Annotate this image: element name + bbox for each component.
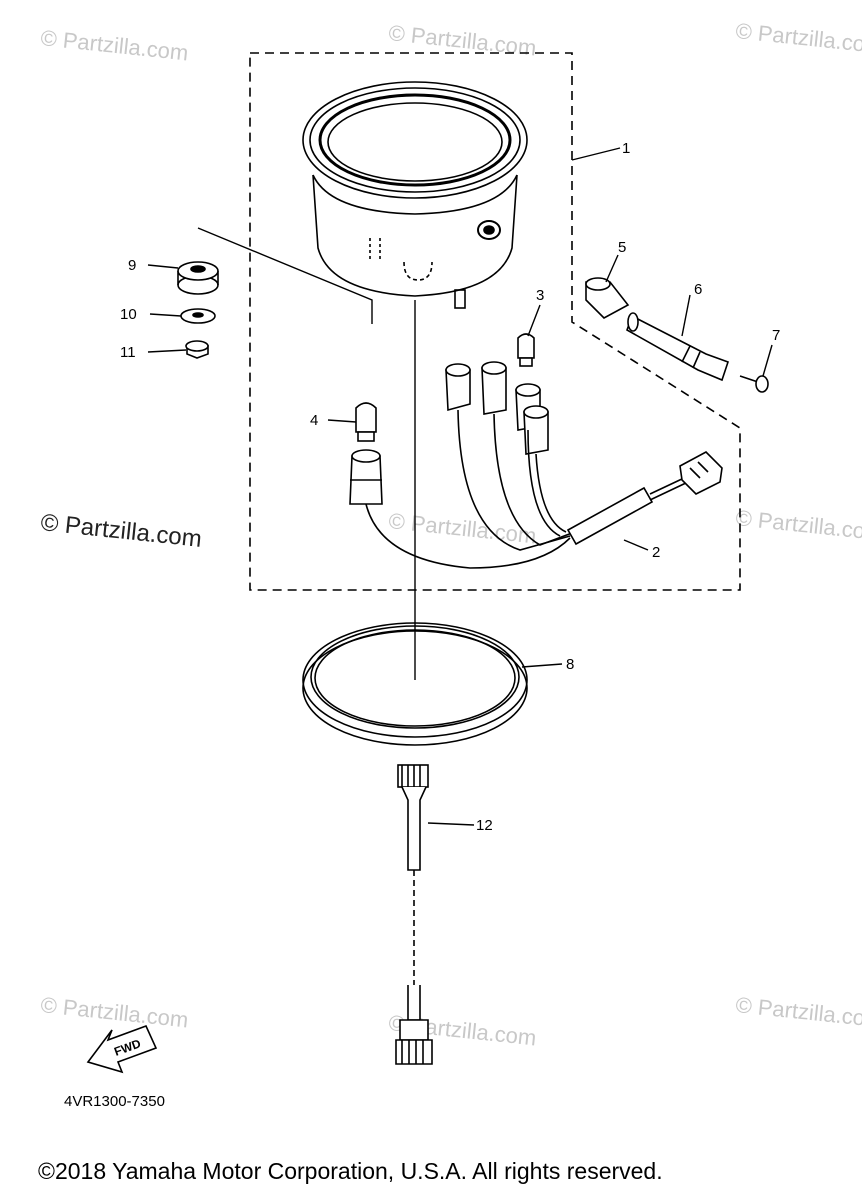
meter-cable [395, 764, 433, 1065]
watermark-top-left: © Partzilla.com [39, 25, 189, 65]
callout-6: 6 [694, 281, 702, 298]
nut [185, 340, 209, 359]
callout-2: 2 [652, 544, 660, 561]
fwd-arrow-icon: FWD [86, 1024, 158, 1074]
callout-12: 12 [476, 817, 493, 834]
stud-leader-line [197, 227, 373, 324]
copyright-notice: ©2018 Yamaha Motor Corporation, U.S.A. A… [38, 1158, 663, 1184]
watermark-top-center: © Partzilla.com [387, 20, 537, 60]
watermark-mid-right: © Partzilla.com [734, 505, 862, 545]
watermark-bottom-right: © Partzilla.com [734, 992, 862, 1032]
callout-1: 1 [622, 140, 630, 157]
watermark-left-dark: © Partzilla.com [39, 509, 203, 553]
bulb-socket [349, 402, 383, 505]
watermark-bottom-left: © Partzilla.com [39, 992, 189, 1032]
bush [585, 277, 630, 319]
meter-housing [302, 81, 528, 309]
callout-7: 7 [772, 327, 780, 344]
sleeve-tube [626, 312, 730, 382]
callout-leaders [147, 147, 773, 826]
callout-numbers: 1 2 3 4 5 6 7 8 9 10 11 12 [120, 140, 780, 834]
washer [180, 308, 216, 324]
callout-8: 8 [566, 656, 574, 673]
assembly-dashed-boundary [249, 52, 741, 591]
callout-3: 3 [536, 287, 544, 304]
callout-4: 4 [310, 412, 318, 429]
harness-sockets [445, 361, 549, 455]
small-bulb [517, 333, 535, 367]
callout-10: 10 [120, 306, 137, 323]
ring-seal [302, 622, 528, 746]
grommet [177, 261, 219, 295]
callout-9: 9 [128, 257, 136, 274]
screw [739, 375, 769, 393]
watermark-mid-center: © Partzilla.com [387, 508, 537, 548]
watermark-top-right: © Partzilla.com [734, 18, 862, 58]
callout-11: 11 [120, 344, 136, 361]
wire-harness [365, 409, 723, 569]
callout-5: 5 [618, 239, 626, 256]
diagram-reference: 4VR1300-7350 [64, 1093, 165, 1110]
